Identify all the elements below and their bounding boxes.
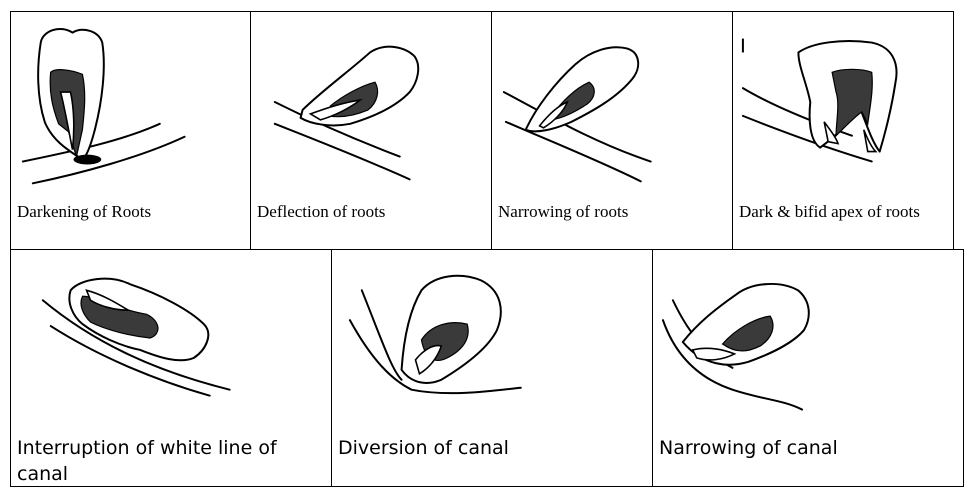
panel-dark-bifid-apex: Dark & bifid apex of roots [732, 11, 954, 250]
panel-narrowing-of-canal: Narrowing of canal [652, 249, 964, 487]
tooth-illustration [11, 12, 250, 195]
panel-label: Darkening of Roots [11, 201, 250, 223]
tooth-illustration [251, 12, 491, 195]
panel-label: Narrowing of canal [653, 435, 963, 461]
panel-label: Narrowing of roots [492, 201, 732, 223]
panel-label: Dark & bifid apex of roots [733, 201, 953, 223]
tooth-illustration [653, 250, 963, 430]
tooth-illustration [733, 12, 953, 195]
panel-deflection-of-roots: Deflection of roots [250, 11, 492, 250]
panel-interruption-of-white-line: Interruption of white line of canal [10, 249, 332, 487]
tooth-illustration [11, 250, 331, 430]
panel-narrowing-of-roots: Narrowing of roots [491, 11, 733, 250]
panel-diversion-of-canal: Diversion of canal [331, 249, 653, 487]
panel-label: Interruption of white line of canal [11, 435, 311, 487]
panel-label: Deflection of roots [251, 201, 491, 223]
panel-darkening-of-roots: Darkening of Roots [10, 11, 251, 250]
tooth-illustration [332, 250, 652, 430]
tooth-illustration [492, 12, 732, 195]
panel-label: Diversion of canal [332, 435, 652, 461]
